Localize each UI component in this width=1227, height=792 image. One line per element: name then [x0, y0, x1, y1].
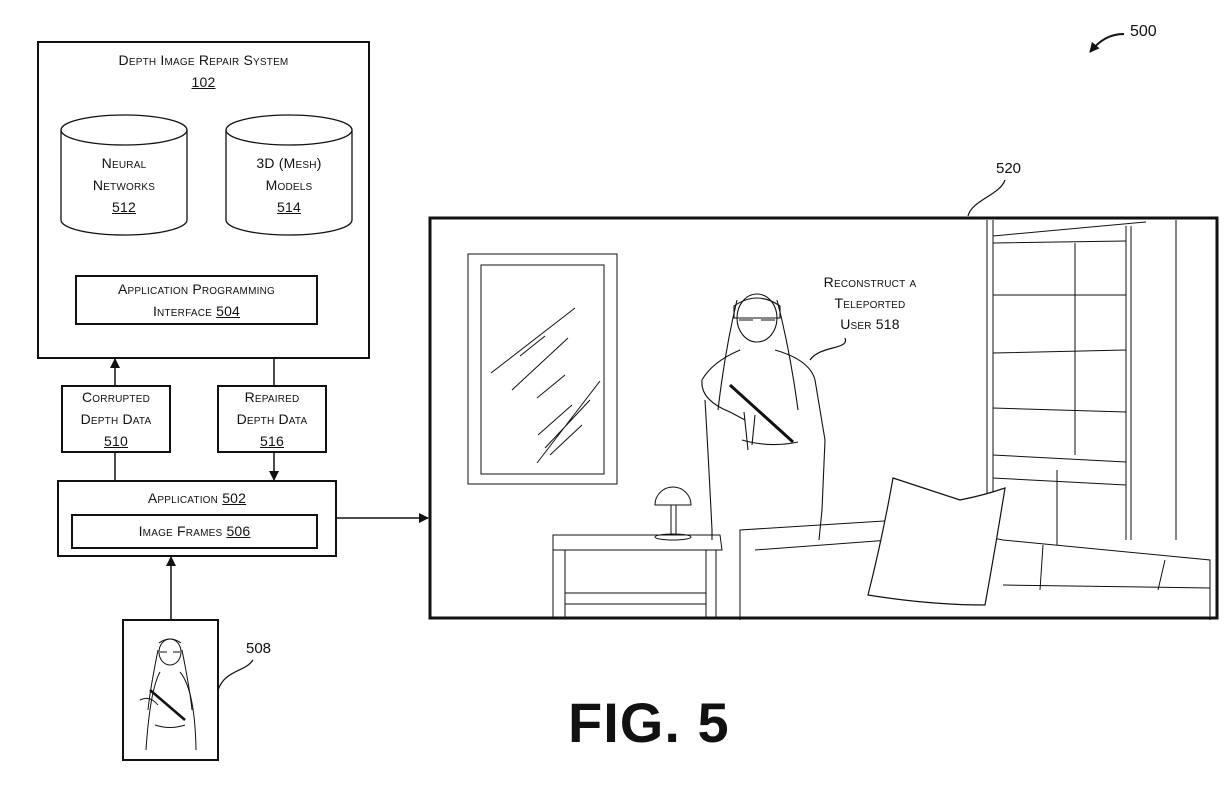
- corrupted-ref: 510: [104, 433, 128, 449]
- system-title: Depth Image Repair System 102: [37, 49, 370, 93]
- depth-image-repair-system-box: [37, 41, 370, 359]
- api-line1: Application Programming: [118, 281, 275, 297]
- application-title: Application 502: [57, 487, 337, 509]
- db-line2: Models: [265, 177, 313, 193]
- scene-teleported-user: [701, 293, 826, 541]
- system-ref: 102: [191, 74, 216, 90]
- api-line2: Interface: [152, 303, 212, 319]
- cylinder-mesh-models: [225, 114, 353, 236]
- image-frames-title: Image Frames: [138, 523, 223, 539]
- corrupted-depth-data-label: Corrupted Depth Data 510: [61, 386, 171, 452]
- application-title-text: Application: [147, 490, 219, 506]
- neural-networks-label: Neural Networks 512: [61, 152, 187, 218]
- repaired-line2: Depth Data: [236, 411, 308, 427]
- repaired-line1: Repaired: [244, 389, 300, 405]
- mesh-models-label: 3D (Mesh) Models 514: [226, 152, 352, 218]
- corrupted-depth-data-box: [61, 385, 171, 453]
- callout-line2: Teleported: [834, 295, 906, 311]
- db-ref: 512: [112, 199, 136, 215]
- ref-518-leader: [809, 337, 846, 361]
- application-ref: 502: [222, 490, 247, 506]
- input-image-person: [139, 638, 197, 751]
- scene-lamp: [654, 486, 692, 541]
- repaired-depth-data-box: [217, 385, 327, 453]
- ref-520: 520: [996, 160, 1022, 177]
- repaired-depth-data-label: Repaired Depth Data 516: [217, 386, 327, 452]
- image-frames-label: Image Frames 506: [71, 520, 318, 542]
- repaired-ref: 516: [260, 433, 284, 449]
- system-title-text: Depth Image Repair System: [118, 52, 289, 68]
- db-line2: Networks: [92, 177, 156, 193]
- image-frames-box: [71, 514, 318, 549]
- scene-pillow: [867, 477, 1006, 606]
- ref-500: 500: [1130, 23, 1157, 40]
- callout-line3: User 518: [840, 316, 900, 332]
- scene-frame: [428, 216, 1219, 620]
- corrupted-line1: Corrupted: [81, 389, 151, 405]
- input-image-frame: [122, 619, 219, 761]
- image-frames-ref: 506: [226, 523, 251, 539]
- figure-label: FIG. 5: [568, 691, 730, 754]
- api-ref: 504: [216, 303, 241, 319]
- scene-side-table: [552, 534, 723, 618]
- ref-520-leader: [967, 179, 1006, 217]
- db-ref: 514: [277, 199, 301, 215]
- ref-508-leader: [217, 659, 254, 691]
- cylinder-neural-networks: [60, 114, 188, 236]
- teleported-user-callout: Reconstruct a Teleported User 518: [800, 272, 940, 335]
- callout-line1: Reconstruct a: [823, 274, 917, 290]
- corrupted-line2: Depth Data: [80, 411, 152, 427]
- ref-508: 508: [246, 640, 272, 657]
- api-box: [75, 275, 318, 325]
- db-line1: Neural: [101, 155, 147, 171]
- scene-mirror: [467, 253, 618, 485]
- ref-500-arrow: [1089, 33, 1125, 53]
- db-line1: 3D (Mesh): [256, 155, 322, 171]
- api-label: Application Programming Interface 504: [75, 278, 318, 322]
